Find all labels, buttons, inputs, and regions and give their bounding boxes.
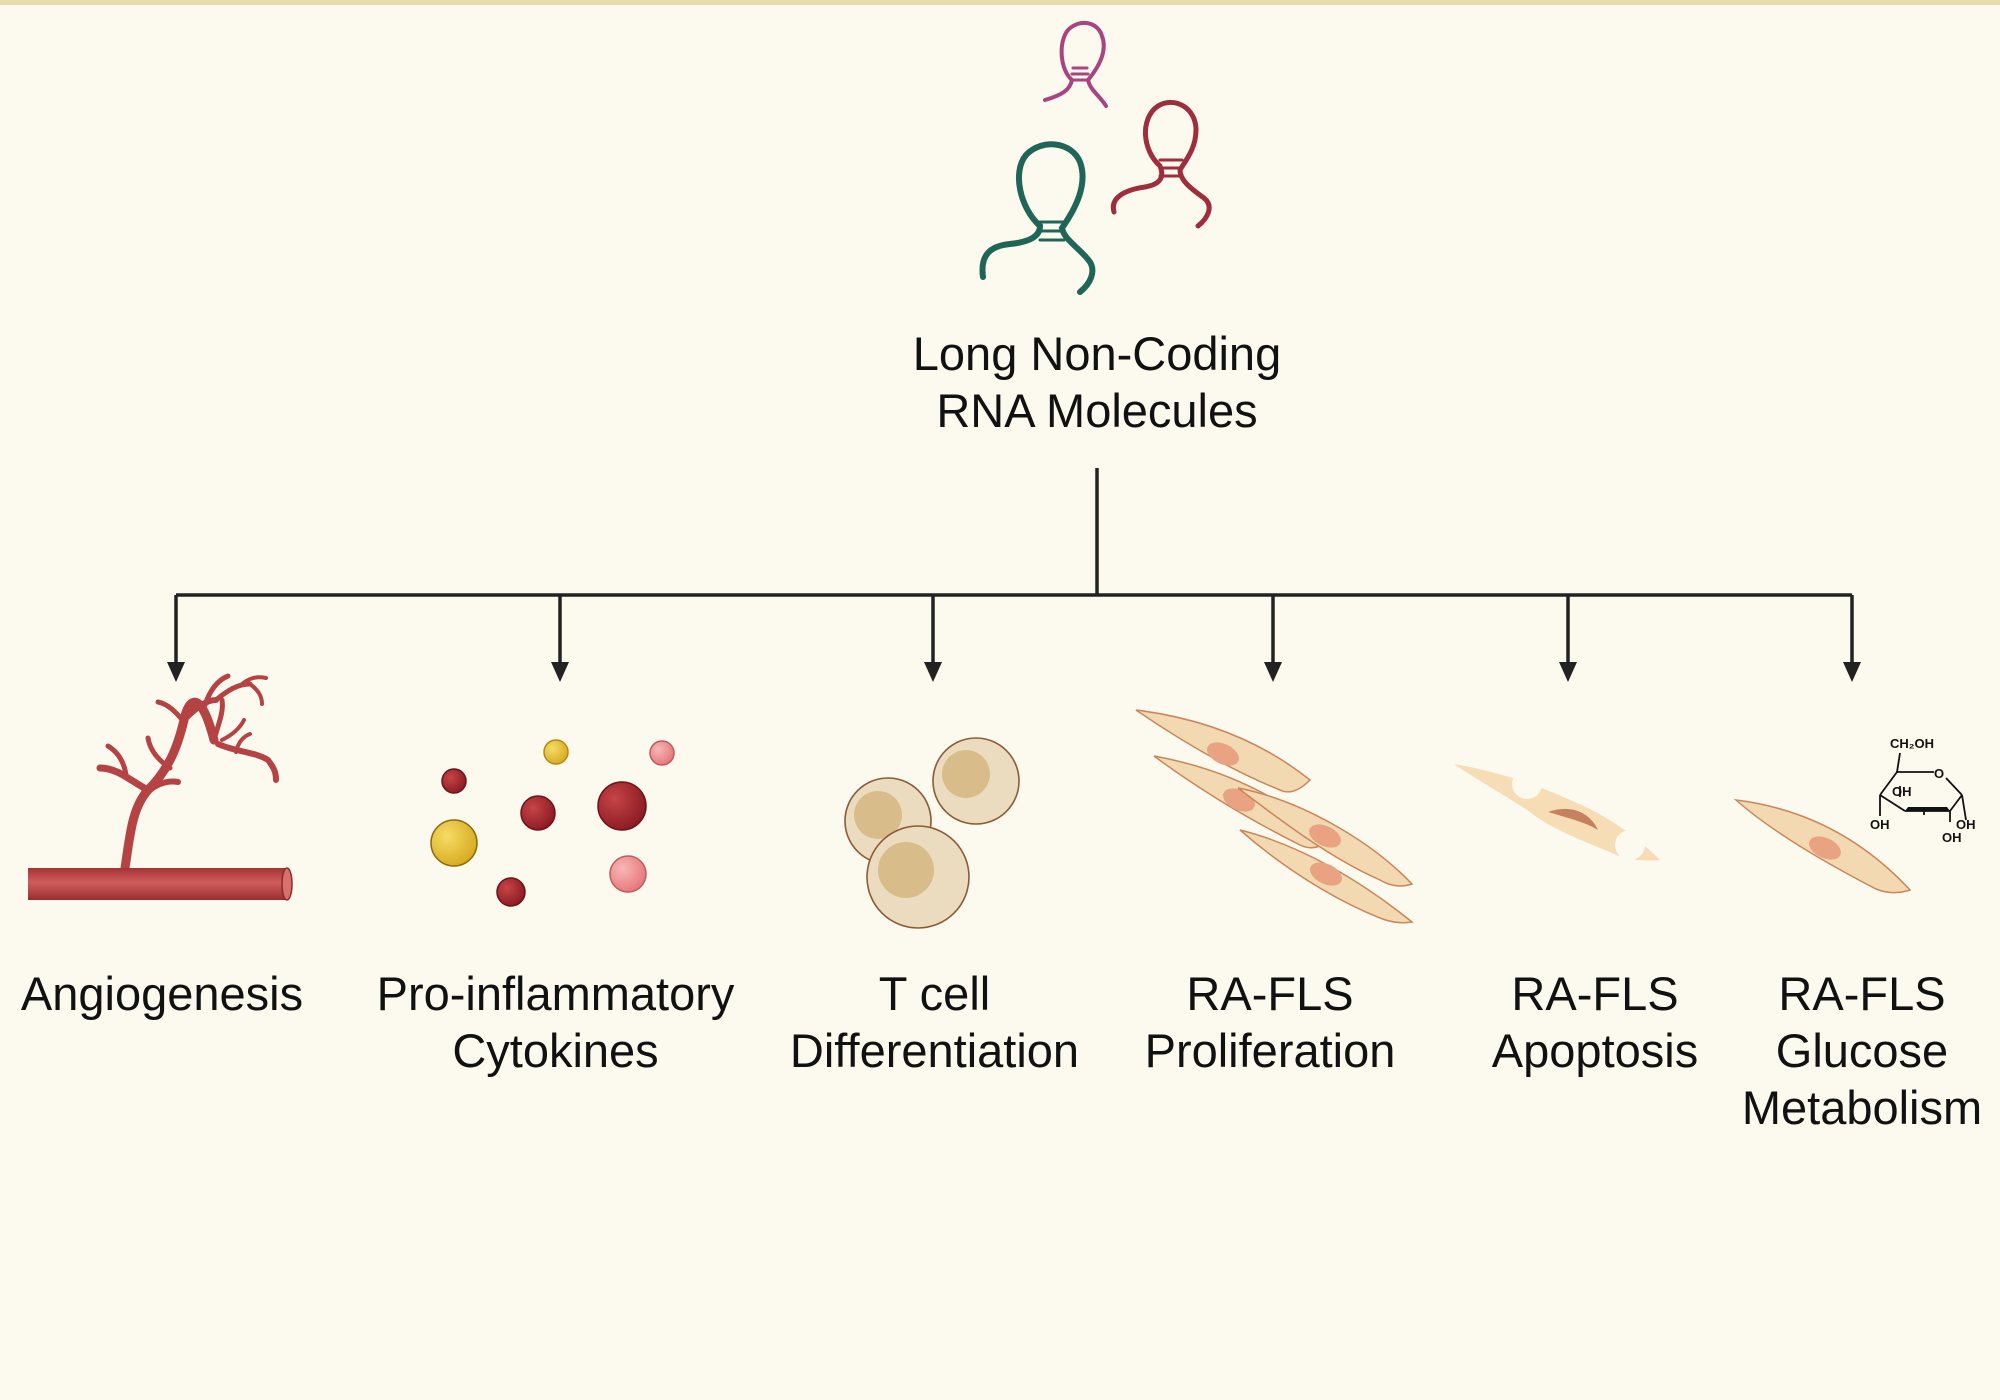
arrowhead-proliferation [1264, 662, 1282, 682]
rna-hairpin-green-icon [979, 141, 1096, 295]
proliferation-label-line: RA-FLS [1186, 967, 1354, 1020]
rna-molecules-icon [979, 20, 1212, 295]
blood-vessel-icon [28, 673, 293, 901]
cytokines-label-line: Pro-inflammatory [376, 967, 735, 1020]
arrowhead-angiogenesis [167, 662, 185, 682]
rna-hairpin-red-icon [1110, 99, 1212, 229]
glucose-metabolism-label: RA-FLS Glucose Metabolism [1730, 965, 1994, 1136]
glucose-molecule-icon: CH₂OH O OH OH OH OH [1870, 736, 1976, 845]
proliferation-label: RA-FLS Proliferation [1125, 965, 1415, 1079]
t-cell-differentiation-label: T cell Differentiation [768, 965, 1101, 1079]
angiogenesis-label-line: Angiogenesis [20, 967, 304, 1020]
glucose-oh-label: OH [1892, 784, 1912, 799]
fibroblast-proliferation-icon [1135, 709, 1414, 924]
t-cell-label-line: T cell [878, 967, 991, 1020]
connector-tree [174, 468, 1854, 664]
angiogenesis-label: Angiogenesis [2, 965, 322, 1022]
apoptosis-label-line: RA-FLS [1511, 967, 1679, 1020]
root-label: Long Non-Coding RNA Molecules [847, 325, 1347, 439]
arrowhead-t-cell [924, 662, 942, 682]
glucose-label-line: RA-FLS [1778, 967, 1946, 1020]
fibroblast-glucose-icon [1733, 798, 1912, 894]
apoptosis-label: RA-FLS Apoptosis [1465, 965, 1725, 1079]
glucose-oh-label: OH [1870, 817, 1890, 832]
rna-hairpin-pink-icon [1043, 20, 1108, 108]
cytokines-label-line: Cytokines [452, 1024, 659, 1077]
proliferation-label-line: Proliferation [1144, 1024, 1396, 1077]
glucose-label-line: Glucose [1775, 1024, 1949, 1077]
glucose-ch2oh-label: CH₂OH [1890, 736, 1934, 751]
arrowhead-glucose-metabolism [1843, 662, 1861, 682]
glucose-oh-label: OH [1942, 830, 1962, 845]
glucose-ring-oxygen-label: O [1934, 766, 1944, 781]
root-label-line: RNA Molecules [936, 384, 1258, 437]
fibroblast-apoptosis-icon [1454, 764, 1660, 861]
root-label-line: Long Non-Coding [912, 327, 1282, 380]
glucose-label-line: Metabolism [1741, 1081, 1983, 1134]
arrowhead-cytokines [551, 662, 569, 682]
apoptosis-label-line: Apoptosis [1491, 1024, 1699, 1077]
glucose-oh-label: OH [1956, 817, 1976, 832]
t-cell-label-line: Differentiation [789, 1024, 1080, 1077]
cytokines-label: Pro-inflammatory Cytokines [358, 965, 753, 1079]
top-border [0, 0, 2000, 5]
t-cells-icon [844, 737, 1020, 929]
cytokines-icon [430, 739, 675, 907]
arrowhead-apoptosis [1559, 662, 1577, 682]
